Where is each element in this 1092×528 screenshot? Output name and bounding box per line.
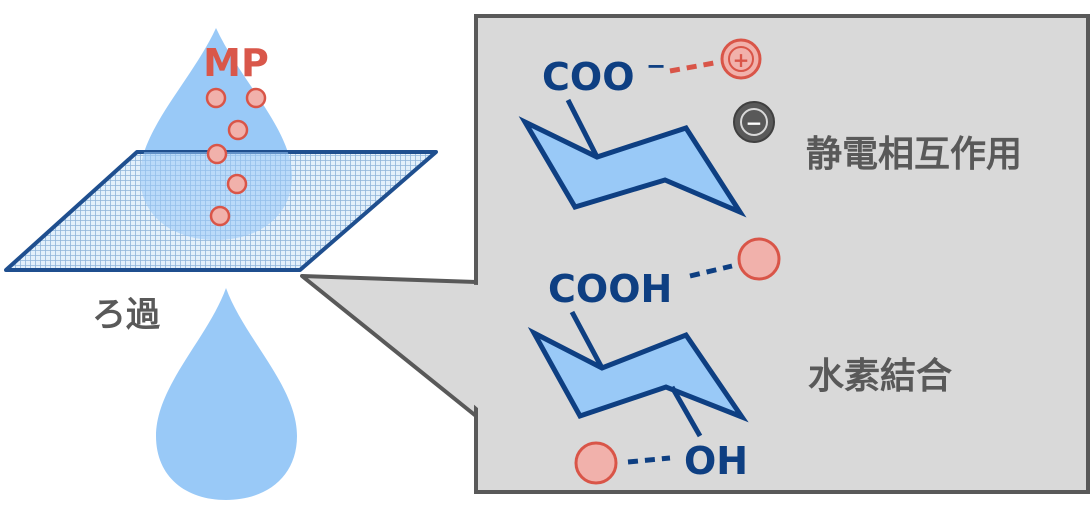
bond-line <box>569 310 605 370</box>
mp-particle <box>205 87 227 109</box>
microplastic-particles <box>205 87 267 227</box>
mp-particle <box>227 119 249 141</box>
positive-ion: + <box>720 38 762 80</box>
minus-sign: − <box>746 111 763 135</box>
hydroxyl-label: OH <box>684 439 748 483</box>
mp-particle-bound <box>574 441 618 485</box>
plus-sign: + <box>733 48 750 72</box>
electrostatic-label: 静電相互作用 <box>806 134 1022 175</box>
molecule-carboxylate: COO − + − 静電相互作用 <box>518 38 1022 218</box>
minus-superscript: − <box>646 52 666 80</box>
bond-line <box>669 385 703 438</box>
mp-particle <box>226 173 248 195</box>
mp-label: MP <box>203 41 269 85</box>
mp-particle <box>206 143 228 165</box>
filtration-label: ろ過 <box>92 295 161 335</box>
mp-particle-bound <box>737 237 781 281</box>
negative-ion: − <box>733 101 775 143</box>
carboxyl-label: COOH <box>548 267 672 311</box>
zoom-callout <box>300 14 1090 494</box>
carboxylate-label: COO <box>542 55 635 99</box>
mp-particle <box>245 87 267 109</box>
interaction-dash <box>669 60 715 74</box>
mp-particle <box>209 205 231 227</box>
molecule-carboxyl: COOH OH 水素結合 <box>527 237 952 485</box>
hbond-dash-upper <box>689 263 733 279</box>
water-drop-lower <box>156 288 297 500</box>
hydrogen-bond-label: 水素結合 <box>808 356 952 397</box>
hbond-dash-lower <box>627 455 671 465</box>
bond-line <box>565 98 600 159</box>
